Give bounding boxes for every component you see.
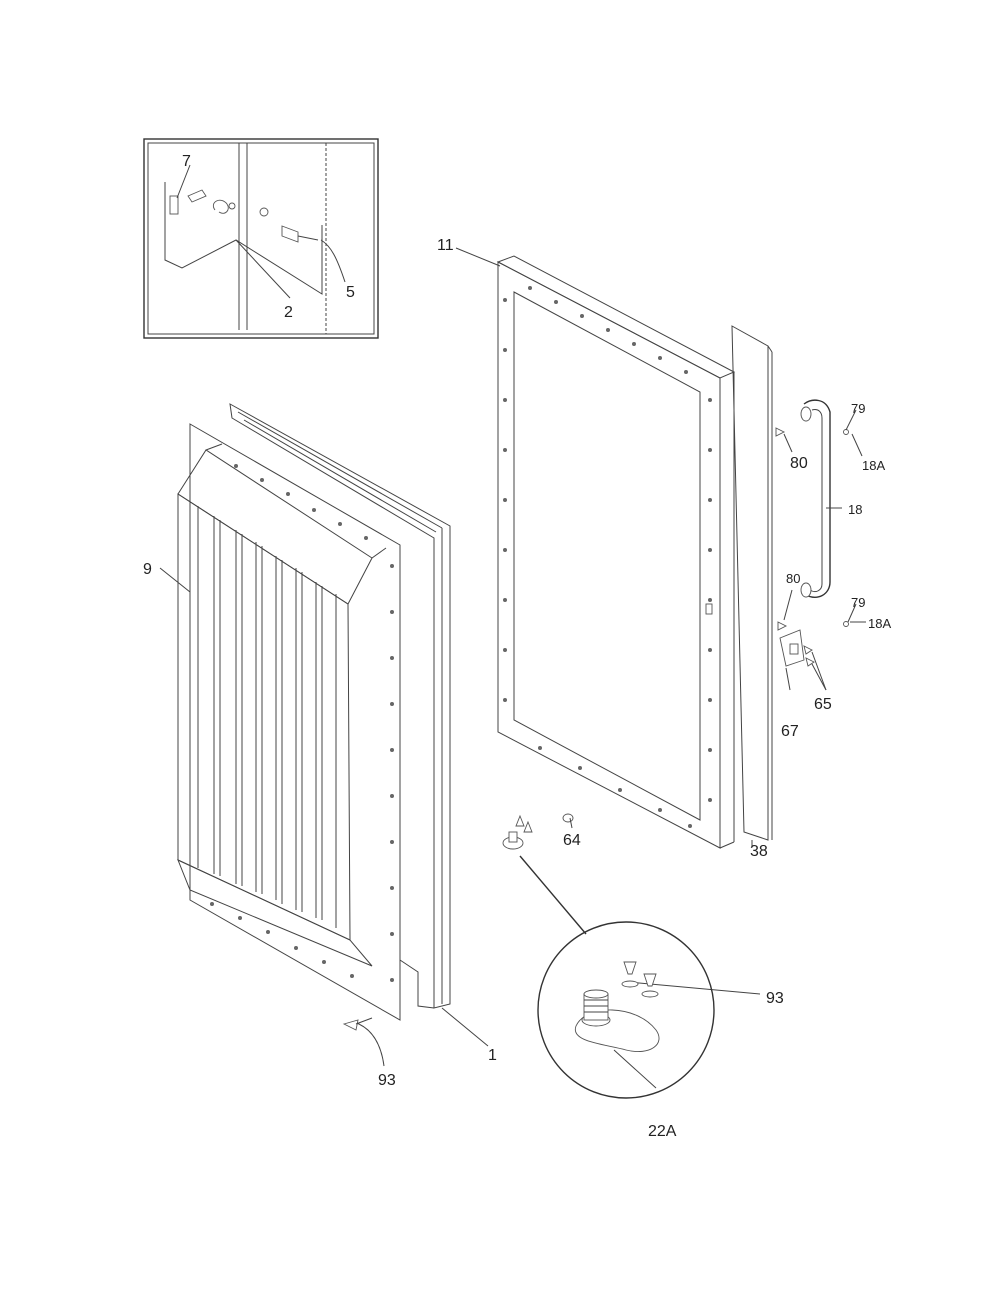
inner-door-liner: [177, 423, 401, 1021]
callout-22A: 22A: [648, 1123, 677, 1140]
leader-lines: [159, 247, 761, 1089]
magnified-hinge-detail: [537, 921, 715, 1099]
callout-11: 11: [437, 237, 454, 254]
inset-detail-box: [143, 138, 379, 339]
callout-93-right: 93: [766, 990, 784, 1007]
callout-64: 64: [563, 832, 581, 849]
callout-67: 67: [781, 723, 799, 740]
callout-7: 7: [182, 153, 191, 170]
part-5-hinge-pin: [281, 225, 299, 243]
door-handle: [800, 399, 831, 598]
outer-door-shell: [496, 255, 736, 849]
callout-38: 38: [750, 843, 768, 860]
callout-18A-upper: 18A: [862, 458, 885, 473]
lower-hinge-parts: [502, 813, 587, 935]
callout-2: 2: [284, 304, 293, 321]
callout-79-upper: 79: [851, 401, 865, 416]
handle-trim-strip: [731, 325, 773, 841]
door-gasket: [229, 403, 451, 1009]
callout-9: 9: [143, 561, 152, 578]
callout-93-left: 93: [378, 1072, 396, 1089]
callout-80-upper: 80: [790, 455, 808, 472]
part-7-clip: [169, 195, 179, 215]
callout-5: 5: [346, 284, 355, 301]
callout-1: 1: [488, 1047, 497, 1064]
handle-screws: [775, 409, 866, 631]
lock-bracket: [779, 629, 827, 691]
callout-18A-lower: 18A: [868, 616, 891, 631]
callout-79-lower: 79: [851, 595, 865, 610]
screw-93-left: [342, 1017, 373, 1031]
callout-labels: 7 2 5 11 9 79 80 18A 18 80 79 18A 65 67 …: [143, 153, 891, 1140]
callout-80-lower: 80: [786, 571, 800, 586]
callout-18: 18: [848, 502, 862, 517]
callout-65: 65: [814, 696, 832, 713]
